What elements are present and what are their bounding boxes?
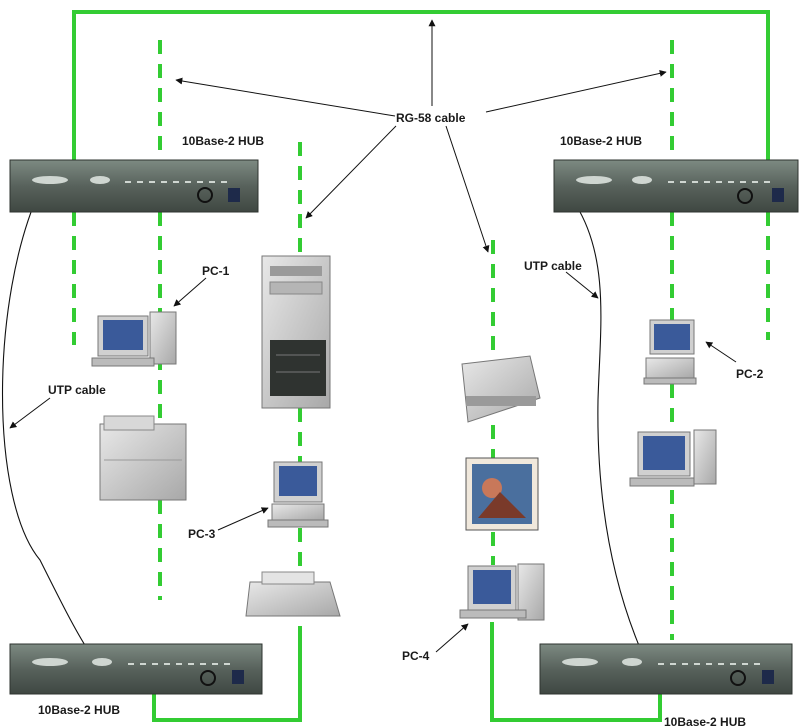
hub-bottom-right xyxy=(539,643,793,695)
rg58-cable-label: RG-58 cable xyxy=(396,111,466,125)
pc-2-label: PC-2 xyxy=(736,367,764,381)
hub-top-left-label: 10Base-2 HUB xyxy=(182,134,264,148)
printer-laser-left xyxy=(99,415,187,501)
printer-small xyxy=(245,571,341,617)
utp-cable-left-label: UTP cable xyxy=(48,383,106,397)
printer-inkjet xyxy=(461,355,541,423)
hub-bottom-left-label: 10Base-2 HUB xyxy=(38,703,120,717)
poster-display xyxy=(465,457,539,531)
hub-bottom-right-label: 10Base-2 HUB xyxy=(664,715,746,728)
rg58-dashed-segments xyxy=(72,40,770,640)
hub-bottom-left xyxy=(9,643,263,695)
utp-cable-right xyxy=(575,204,641,649)
pc-3-computer xyxy=(267,461,329,528)
pc-4-label: PC-4 xyxy=(402,649,430,663)
hub-top-left xyxy=(9,159,259,213)
hub-top-right xyxy=(553,159,799,213)
pc-1-label: PC-1 xyxy=(202,264,230,278)
pc-2-computer xyxy=(643,319,697,385)
server-tower xyxy=(261,255,331,409)
utp-cables xyxy=(1,189,641,651)
utp-cable-right-label: UTP cable xyxy=(524,259,582,273)
utp-cable-left xyxy=(1,189,89,651)
rg58-arrows xyxy=(175,19,667,253)
pc-1-computer xyxy=(91,311,177,367)
pc-4-computer xyxy=(459,563,545,621)
label-arrows xyxy=(9,271,737,653)
pc-right-lower-computer xyxy=(629,429,717,487)
pc-3-label: PC-3 xyxy=(188,527,216,541)
hub-top-right-label: 10Base-2 HUB xyxy=(560,134,642,148)
